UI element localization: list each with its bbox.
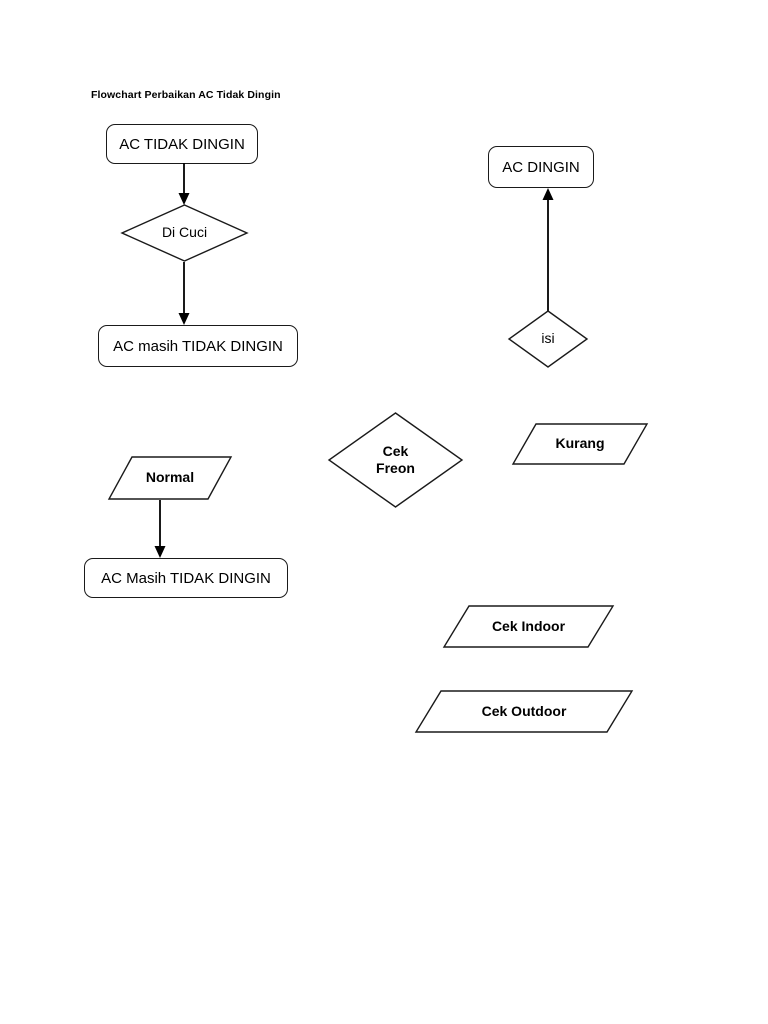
node-isi[interactable]: isi	[507, 310, 589, 368]
node-label: AC DINGIN	[502, 158, 580, 176]
connector-isi-to-ac-dingin	[540, 188, 556, 312]
node-kurang[interactable]: Kurang	[511, 423, 649, 465]
node-cek-indoor[interactable]: Cek Indoor	[442, 605, 615, 648]
connector-normal-to-ac-masih-tidak-dingin-2	[152, 500, 168, 560]
node-normal[interactable]: Normal	[107, 456, 233, 500]
node-label: AC Masih TIDAK DINGIN	[101, 569, 271, 587]
page-title: Flowchart Perbaikan AC Tidak Dingin	[91, 89, 281, 101]
connector-ac-tidak-dingin-to-di-cuci	[176, 163, 192, 207]
node-label: AC TIDAK DINGIN	[119, 135, 245, 153]
node-ac-dingin[interactable]: AC DINGIN	[488, 146, 594, 188]
node-ac-masih-tidak-dingin-2[interactable]: AC Masih TIDAK DINGIN	[84, 558, 288, 598]
node-label: AC masih TIDAK DINGIN	[113, 337, 283, 355]
connector-di-cuci-to-ac-masih-tidak-dingin	[176, 262, 192, 327]
node-cek-outdoor[interactable]: Cek Outdoor	[414, 690, 634, 733]
node-di-cuci[interactable]: Di Cuci	[120, 204, 249, 262]
node-ac-tidak-dingin[interactable]: AC TIDAK DINGIN	[106, 124, 258, 164]
node-cek-freon[interactable]: Cek Freon	[327, 412, 464, 508]
node-ac-masih-tidak-dingin[interactable]: AC masih TIDAK DINGIN	[98, 325, 298, 367]
